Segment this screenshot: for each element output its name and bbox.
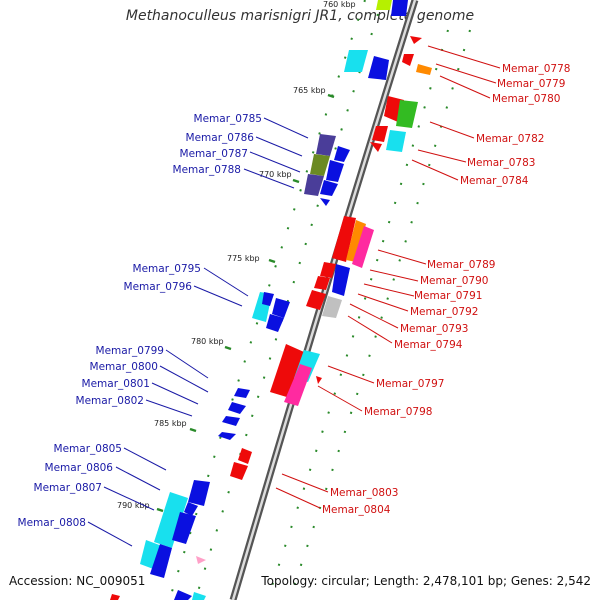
gene-arrow[interactable] (368, 56, 389, 80)
gene-label-memar-0794[interactable]: Memar_0794 (394, 339, 463, 351)
gene-label-memar-0780[interactable]: Memar_0780 (492, 93, 560, 105)
gene-label-memar-0778[interactable]: Memar_0778 (502, 63, 570, 75)
kbp-labels: 760 kbp 765 kbp 770 kbp 775 kbp 780 kbp … (117, 0, 356, 510)
gene-arrow[interactable] (110, 594, 120, 600)
gene-label-memar-0807[interactable]: Memar_0807 (34, 482, 102, 494)
gene-arrow[interactable] (320, 180, 338, 196)
gene-label-memar-0792[interactable]: Memar_0792 (410, 306, 478, 318)
gene-arrow[interactable] (310, 154, 330, 176)
gene-label-memar-0799[interactable]: Memar_0799 (96, 345, 164, 357)
gene-arrow[interactable] (376, 0, 392, 10)
gene-arrow[interactable] (270, 344, 304, 398)
gene-label-memar-0783[interactable]: Memar_0783 (467, 157, 535, 169)
gene-arrow[interactable] (410, 36, 422, 44)
kbp-label-765: 765 kbp (293, 86, 326, 95)
left-labels: Memar_0785 Memar_0786 Memar_0787 Memar_0… (18, 113, 262, 529)
gene-arrow[interactable] (314, 276, 330, 290)
gene-arrow[interactable] (150, 544, 172, 578)
gene-arrow[interactable] (320, 262, 336, 278)
gene-arrow[interactable] (370, 142, 382, 152)
gene-arrow[interactable] (222, 416, 240, 426)
gene-label-memar-0803[interactable]: Memar_0803 (330, 487, 398, 499)
kbp-label-775: 775 kbp (227, 254, 260, 263)
right-leader-lines (275, 45, 501, 509)
topology-text: Topology: circular; Length: 2,478,101 bp… (261, 574, 591, 588)
gene-label-memar-0785[interactable]: Memar_0785 (194, 113, 262, 125)
gene-arrow[interactable] (262, 292, 274, 306)
gene-arrow[interactable] (332, 216, 356, 262)
gene-label-memar-0802[interactable]: Memar_0802 (76, 395, 144, 407)
gene-arrow[interactable] (372, 126, 388, 142)
gene-arrow[interactable] (352, 226, 374, 268)
gene-arrow[interactable] (188, 480, 210, 506)
gene-label-memar-0782[interactable]: Memar_0782 (476, 133, 544, 145)
gene-arrow[interactable] (326, 160, 344, 182)
gene-arrow[interactable] (266, 314, 284, 332)
gene-arrow[interactable] (174, 590, 192, 600)
gene-arrow[interactable] (344, 50, 368, 72)
kbp-label-760: 760 kbp (323, 0, 356, 9)
gene-arrow[interactable] (402, 54, 414, 66)
gene-arrow[interactable] (316, 134, 336, 156)
gene-arrow[interactable] (416, 64, 432, 75)
gene-label-memar-0793[interactable]: Memar_0793 (400, 323, 468, 335)
gene-features (110, 0, 432, 600)
gene-arrow[interactable] (230, 462, 248, 480)
kbp-label-790: 790 kbp (117, 501, 150, 510)
kbp-ticks (156, 93, 335, 513)
gene-label-memar-0796[interactable]: Memar_0796 (124, 281, 193, 293)
right-labels: Memar_0778 Memar_0779 Memar_0780 Memar_0… (322, 63, 570, 516)
accession-text: Accession: NC_009051 (9, 574, 146, 588)
gene-label-memar-0800[interactable]: Memar_0800 (90, 361, 158, 373)
kbp-label-785: 785 kbp (154, 419, 187, 428)
gene-arrow[interactable] (316, 376, 322, 384)
gene-arrow[interactable] (154, 492, 188, 548)
gene-label-memar-0787[interactable]: Memar_0787 (180, 148, 248, 160)
gene-arrow[interactable] (386, 130, 406, 152)
gene-label-memar-0801[interactable]: Memar_0801 (82, 378, 150, 390)
gene-label-memar-0806[interactable]: Memar_0806 (45, 462, 114, 474)
gene-label-memar-0797[interactable]: Memar_0797 (376, 378, 444, 390)
gene-label-memar-0798[interactable]: Memar_0798 (364, 406, 432, 418)
kbp-label-780: 780 kbp (191, 337, 224, 346)
gene-arrow[interactable] (228, 402, 246, 414)
gene-arrow[interactable] (184, 502, 198, 516)
map-title: Methanoculleus marisnigri JR1, complete … (125, 8, 475, 24)
gene-arrow[interactable] (391, 0, 408, 16)
gene-arrow[interactable] (306, 290, 326, 310)
gene-arrow[interactable] (396, 100, 418, 128)
gene-label-memar-0791[interactable]: Memar_0791 (414, 290, 482, 302)
gene-arrow[interactable] (238, 448, 252, 464)
gene-label-memar-0779[interactable]: Memar_0779 (497, 78, 565, 90)
gene-label-memar-0795[interactable]: Memar_0795 (133, 263, 201, 275)
gene-label-memar-0784[interactable]: Memar_0784 (460, 175, 529, 187)
gene-arrow[interactable] (196, 556, 206, 564)
gene-arrow[interactable] (322, 296, 342, 318)
left-leader-lines (87, 117, 309, 547)
gene-label-memar-0789[interactable]: Memar_0789 (427, 259, 495, 271)
gene-arrow[interactable] (284, 364, 312, 406)
gene-arrow[interactable] (304, 174, 324, 196)
gene-arrow[interactable] (332, 264, 350, 296)
gene-arrow[interactable] (334, 146, 350, 162)
gene-label-memar-0786[interactable]: Memar_0786 (186, 132, 255, 144)
gene-arrow[interactable] (320, 198, 330, 206)
gene-arrow[interactable] (234, 388, 250, 398)
kbp-label-770: 770 kbp (259, 170, 292, 179)
gene-label-memar-0808[interactable]: Memar_0808 (18, 517, 86, 529)
gene-arrow[interactable] (218, 432, 236, 440)
gene-arrow[interactable] (172, 512, 196, 544)
gene-arrow[interactable] (346, 220, 366, 262)
gene-arrow[interactable] (272, 298, 290, 318)
gene-arrow[interactable] (192, 592, 206, 600)
gene-label-memar-0805[interactable]: Memar_0805 (54, 443, 122, 455)
gene-label-memar-0804[interactable]: Memar_0804 (322, 504, 391, 516)
gene-label-memar-0790[interactable]: Memar_0790 (420, 275, 488, 287)
gene-label-memar-0788[interactable]: Memar_0788 (173, 164, 241, 176)
